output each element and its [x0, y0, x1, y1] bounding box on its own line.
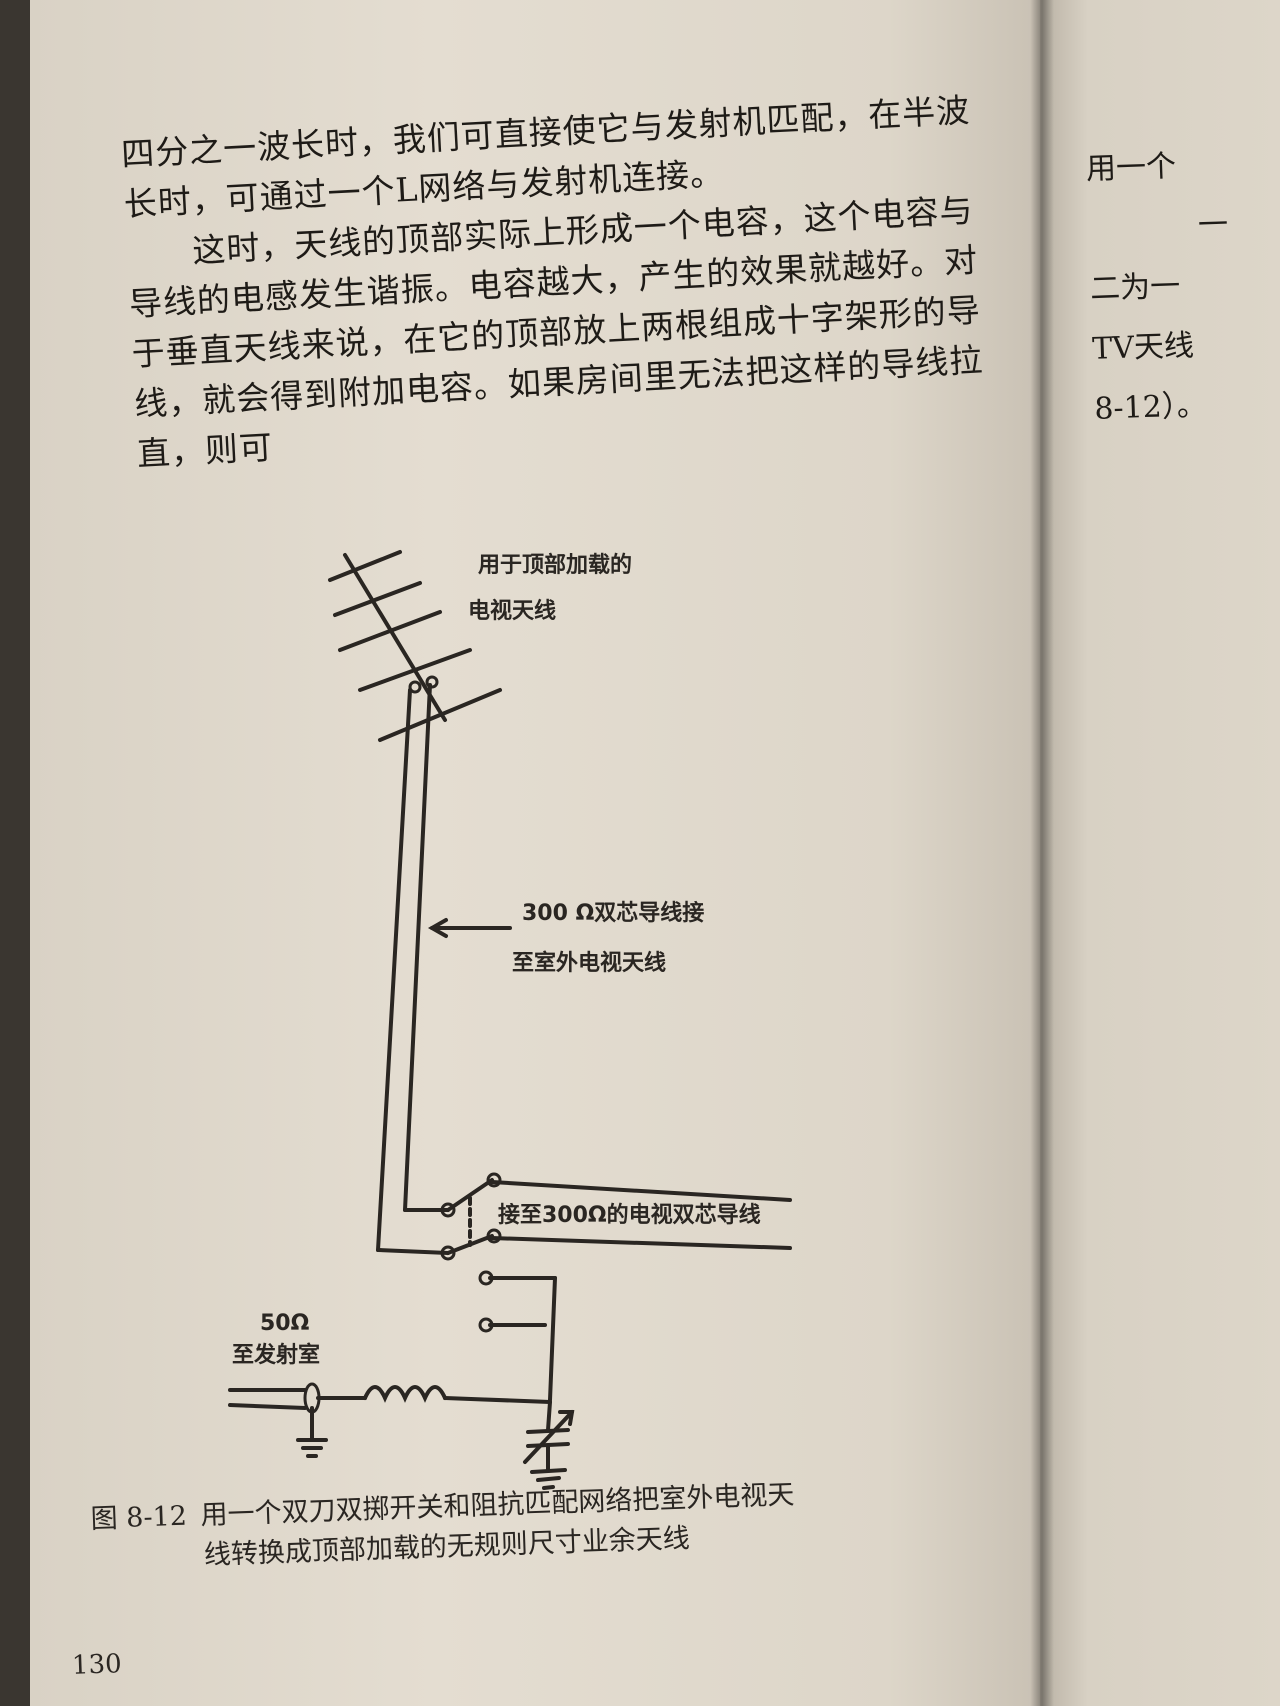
label-mid-1: 300 Ω双芯导线接	[522, 900, 704, 926]
label-switch: 接至300Ω的电视双芯导线	[498, 1202, 761, 1228]
antenna-element	[328, 550, 402, 582]
variable-capacitor	[526, 1428, 570, 1434]
label-top-1: 用于顶部加载的	[478, 552, 632, 578]
switch-contact	[486, 1228, 502, 1244]
label-50-ohm: 50Ω	[260, 1311, 310, 1336]
label-top-2: 电视天线	[468, 598, 556, 624]
label-mid-2: 至室外电视天线	[512, 950, 666, 976]
switch-contact	[478, 1270, 494, 1286]
label-to-transmitter: 至发射室	[232, 1342, 320, 1368]
antenna-element	[378, 688, 502, 742]
inductor	[363, 1385, 447, 1403]
switch-contact	[486, 1172, 502, 1188]
switch-contact	[440, 1245, 456, 1261]
antenna-element	[338, 610, 442, 652]
page-number: 130	[71, 1649, 123, 1681]
left-page	[30, 0, 1040, 1706]
antenna-element	[333, 581, 422, 617]
figure-number: 图 8-12	[90, 1500, 188, 1535]
switch-contact	[478, 1317, 494, 1333]
coax-connector	[303, 1382, 321, 1414]
antenna-element	[358, 648, 472, 692]
feed-wire-right	[403, 683, 432, 1212]
feed-wire-left	[376, 688, 412, 1252]
switch-pole	[446, 1178, 494, 1212]
switch-contact	[440, 1202, 456, 1218]
right-page	[1040, 0, 1280, 1706]
book-gutter	[1030, 0, 1054, 1706]
